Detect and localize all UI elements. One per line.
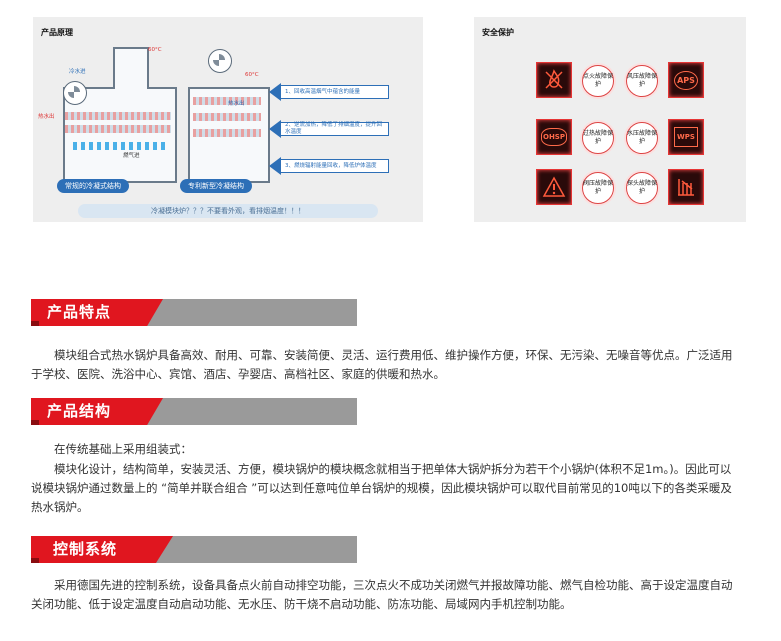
principle-title: 产品原理 <box>41 28 73 37</box>
overheat-fault-badge: 过热故障保护 <box>582 122 614 154</box>
ignition-fault-badge: 点火故障保护 <box>582 65 614 97</box>
structure-heading: 产品结构 <box>47 402 112 420</box>
burner-flames <box>73 142 165 150</box>
condensing-banner: 冷凝模块炉？？？不要看外观，看排烟温度！！！ <box>78 204 378 218</box>
flue-chimney <box>113 47 149 89</box>
heat-exchanger-coil <box>193 97 261 105</box>
heat-exchanger-coil <box>65 112 171 120</box>
arrow-text: 2、逆流加热，降低了排烟温度，提升回水温度 <box>281 122 389 136</box>
water-pressure-fault-badge: 水压故障保护 <box>626 122 658 154</box>
features-paragraph: 模块组合式热水锅炉具备高效、耐用、可靠、安装简便、灵活、运行费用低、维护操作方便… <box>31 348 733 381</box>
temperature-label: 60°C <box>245 72 259 78</box>
safety-title: 安全保护 <box>482 28 514 37</box>
structure-intro: 在传统基础上采用组装式： <box>54 442 192 456</box>
valve-pressure-fault-badge: 阀压故障保护 <box>582 172 614 204</box>
probe-fault-badge: 探头故障保护 <box>626 172 658 204</box>
heading-bar-red <box>31 536 173 563</box>
heat-exchanger-coil <box>193 129 261 137</box>
structure-paragraph: 模块化设计，结构简单，安装灵活、方便，模块锅炉的模块概念就相当于把单体大锅炉拆分… <box>31 462 732 514</box>
wps-icon: WPS <box>668 119 704 155</box>
arrow-left-icon <box>269 120 281 138</box>
arrow-left-icon <box>269 157 281 175</box>
ohsp-text: OHSP <box>541 128 567 146</box>
cold-water-in-tag: 冷水进 <box>69 69 86 75</box>
features-heading: 产品特点 <box>47 303 112 321</box>
hot-water-out-tag: 热水出 <box>228 101 245 107</box>
fan-icon <box>208 49 232 73</box>
arrow-callout-3: 3、燃烧辐射能量回收，降低炉体温度 <box>269 157 389 175</box>
arrow-callout-1: 1、回收高温烟气中蕴含的能量 <box>269 83 389 101</box>
sensor-icon <box>668 169 704 205</box>
control-heading: 控制系统 <box>53 540 118 558</box>
flame-out-icon <box>536 62 572 98</box>
control-heading-bar: 控制系统 <box>31 536 357 563</box>
hot-water-out-tag: 热水出 <box>38 114 55 120</box>
temperature-label: 60°C <box>148 47 162 53</box>
arrow-text: 1、回收高温烟气中蕴含的能量 <box>281 85 389 99</box>
product-principle-panel: 产品原理 冷水进 热水出 燃气进 60°C 常规的冷凝式结构 热水出 60°C … <box>33 17 423 222</box>
features-heading-bar: 产品特点 <box>31 299 357 326</box>
conventional-structure-caption: 常规的冷凝式结构 <box>57 179 129 193</box>
patented-structure-caption: 专利新型冷凝结构 <box>180 179 252 193</box>
aps-text: APS <box>674 70 698 90</box>
arrow-left-icon <box>269 83 281 101</box>
wind-pressure-fault-badge: 风压故障保护 <box>626 65 658 97</box>
warning-icon <box>536 169 572 205</box>
heat-exchanger-coil <box>193 113 261 121</box>
heading-bar-red <box>31 299 163 326</box>
wps-text: WPS <box>674 127 698 147</box>
heading-bar-red <box>31 398 163 425</box>
structure-heading-bar: 产品结构 <box>31 398 357 425</box>
arrow-text: 3、燃烧辐射能量回收，降低炉体温度 <box>281 159 389 173</box>
aps-icon: APS <box>668 62 704 98</box>
control-paragraph: 采用德国先进的控制系统，设备具备点火前自动排空功能，三次点火不成功关闭燃气并报故… <box>31 578 733 611</box>
arrow-callout-2: 2、逆流加热，降低了排烟温度，提升回水温度 <box>269 120 389 138</box>
ohsp-icon: OHSP <box>536 119 572 155</box>
fan-icon <box>63 81 87 105</box>
safety-protection-panel: 安全保护 点火故障保护 风压故障保护 APS OHSP 过热故障保护 水压故障保… <box>474 17 746 222</box>
heat-exchanger-coil <box>65 125 171 133</box>
gas-in-tag: 燃气进 <box>123 153 140 159</box>
